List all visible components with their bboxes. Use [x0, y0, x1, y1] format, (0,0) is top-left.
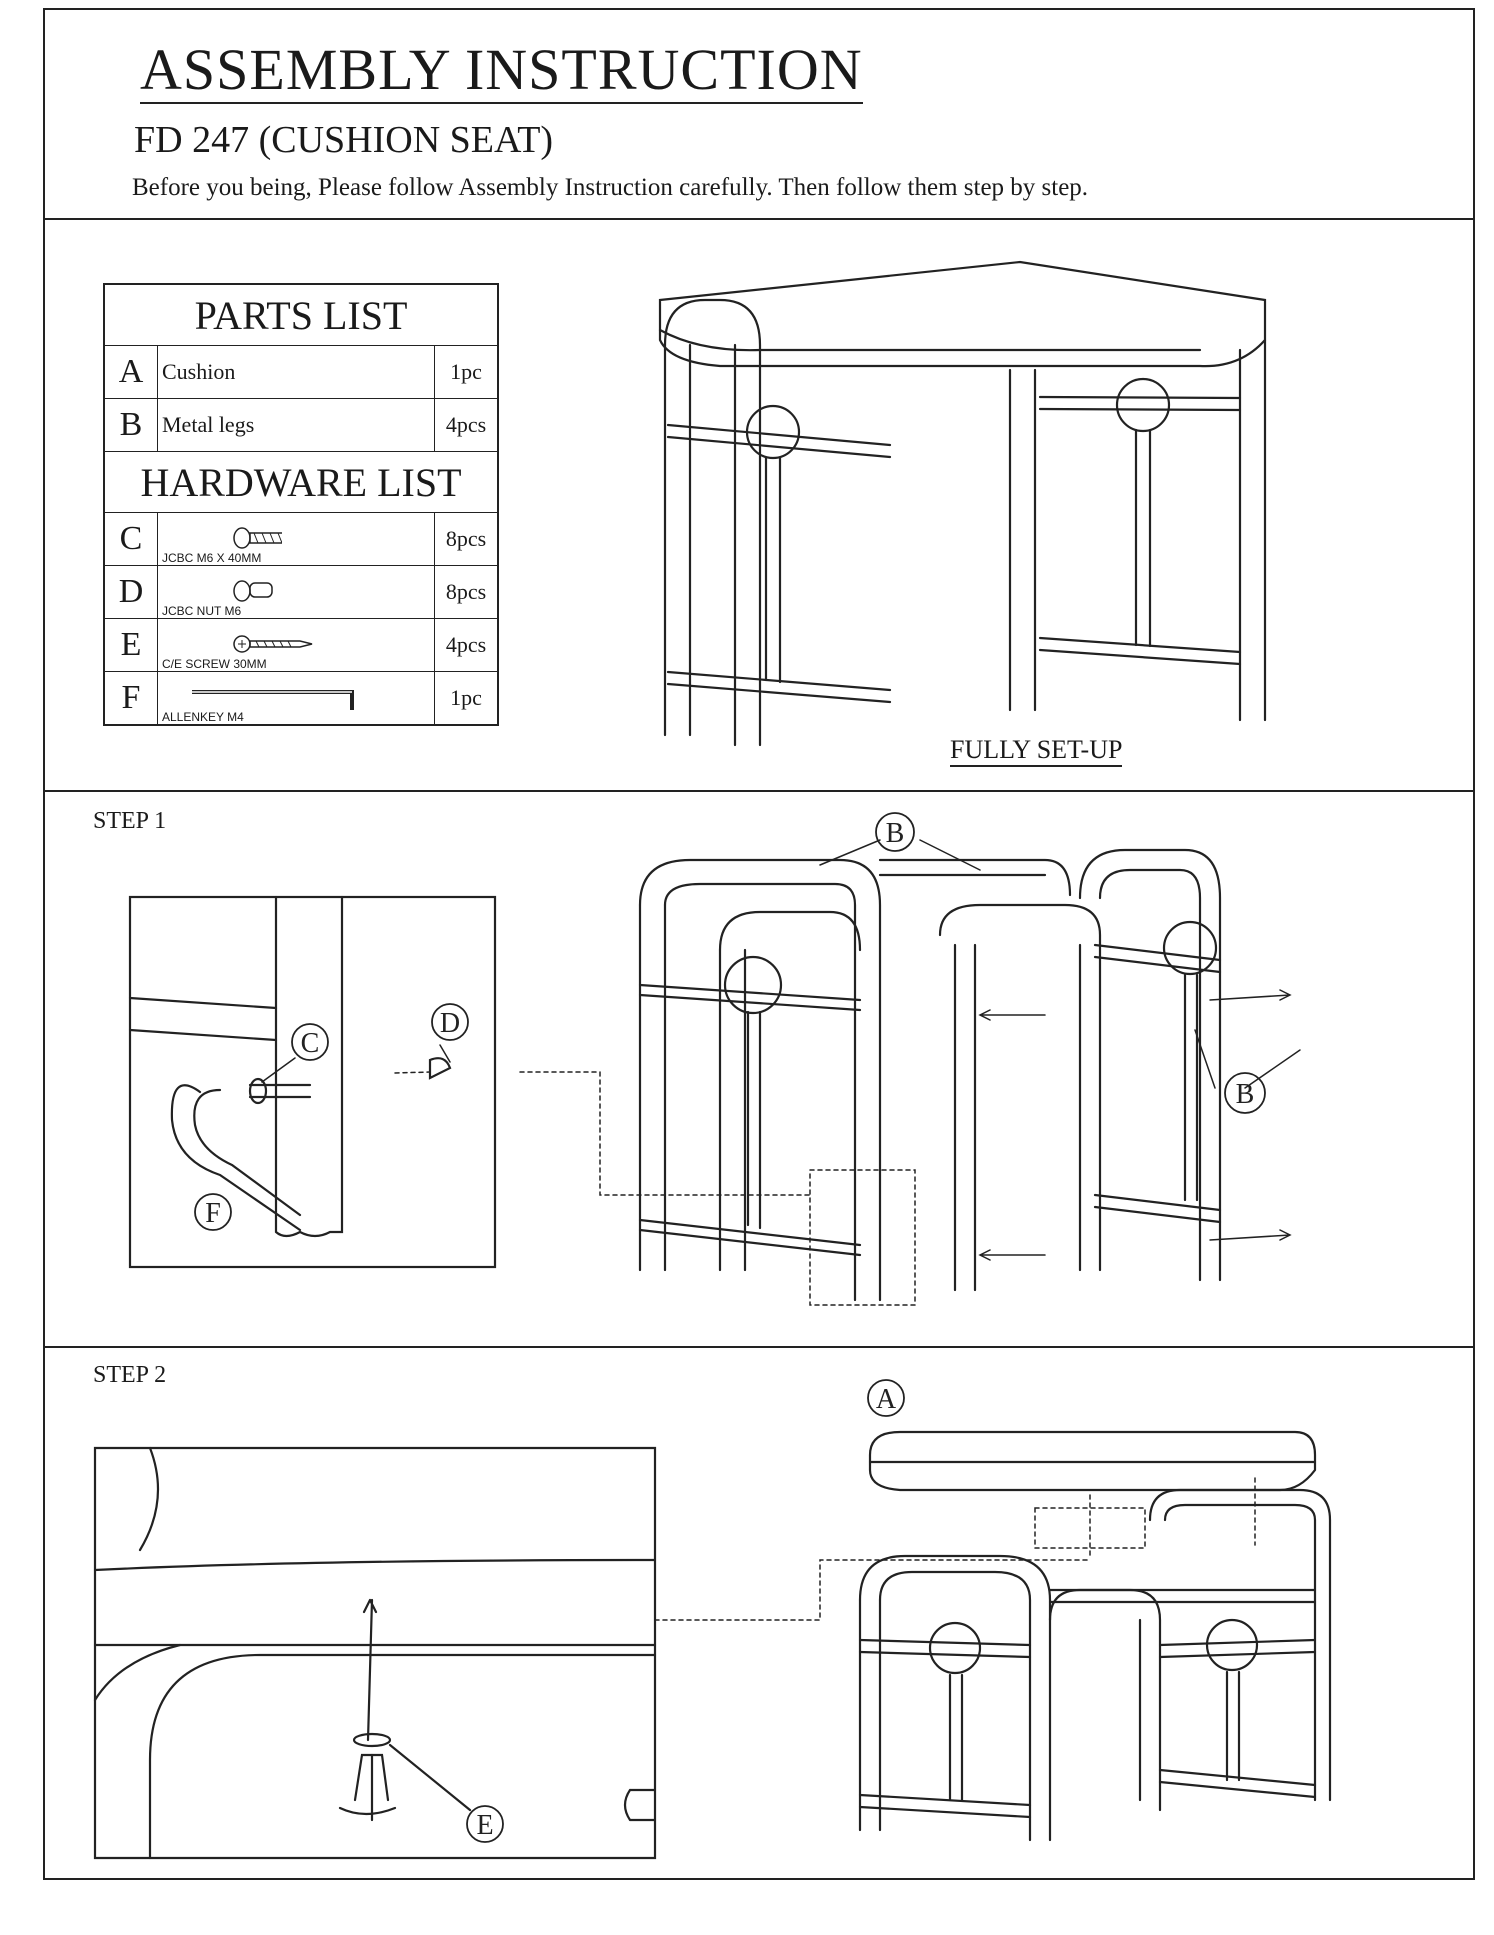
product-code: FD 247 (CUSHION SEAT)	[134, 119, 554, 161]
screw-icon	[233, 635, 313, 653]
page-border	[43, 8, 1475, 1880]
hardware-name: ALLENKEY M4	[162, 710, 244, 724]
callout-markers	[194, 812, 1266, 1843]
hardware-list-heading: HARDWARE LIST	[103, 451, 499, 513]
callout-f	[194, 1193, 232, 1231]
hardware-qty: 1pc	[434, 671, 499, 726]
callout-letters: B C D F B A E	[205, 818, 1254, 1841]
callout-letter: E	[476, 1810, 493, 1841]
parts-table: PARTS LIST A Cushion 1pc B Metal legs 4p…	[103, 283, 499, 726]
hardware-name: JCBC NUT M6	[162, 604, 242, 618]
step2-stool	[858, 1430, 1332, 1842]
hardware-row: F ALLENKEY M4 1pc	[103, 671, 499, 726]
fully-setup-stool	[658, 260, 1267, 747]
step2-label: STEP 2	[93, 1362, 167, 1388]
hardware-qty: 8pcs	[434, 512, 499, 566]
intro-text: Before you being, Please follow Assembly…	[132, 174, 1089, 201]
parts-row: A Cushion 1pc	[103, 345, 499, 399]
hardware-row: D JCBC NUT M6 8pcs	[103, 565, 499, 619]
parts-row: B Metal legs 4pcs	[103, 398, 499, 452]
step1-legs	[638, 848, 1222, 1302]
callout-letter: D	[440, 1008, 460, 1039]
section-divider-2	[43, 1346, 1475, 1348]
part-qty: 4pcs	[434, 398, 499, 452]
part-name: Cushion	[157, 345, 435, 399]
hardware-letter: F	[103, 671, 158, 726]
callout-c	[291, 1023, 329, 1061]
section-divider-1	[43, 790, 1475, 792]
callout-letter: B	[1236, 1079, 1255, 1110]
header-divider	[43, 218, 1475, 220]
allen-key-icon	[192, 690, 354, 710]
hardware-letter: D	[103, 565, 158, 619]
hardware-name: C/E SCREW 30MM	[162, 657, 267, 671]
fully-setup-caption: FULLY SET-UP	[950, 735, 1123, 767]
part-letter: A	[103, 345, 158, 399]
hardware-qty: 4pcs	[434, 618, 499, 672]
part-qty: 1pc	[434, 345, 499, 399]
step1-label: STEP 1	[93, 808, 167, 834]
nut-icon	[233, 580, 273, 602]
callout-a	[867, 1379, 905, 1417]
page-title: ASSEMBLY INSTRUCTION	[140, 37, 863, 104]
hardware-row: C JCBC M6 X 40MM 8pcs	[103, 512, 499, 566]
bolt-icon	[233, 527, 282, 549]
callout-letter: A	[876, 1384, 897, 1415]
callout-d	[431, 1003, 469, 1041]
callout-letter: B	[886, 818, 905, 849]
hardware-row: E C/E SCREW 30MM 4pcs	[103, 618, 499, 672]
hardware-name: JCBC M6 X 40MM	[162, 551, 262, 565]
step1-detail-box	[128, 895, 497, 1269]
step1-dotted-guides	[394, 1071, 916, 1306]
step2-detail-box	[93, 1446, 657, 1860]
part-name: Metal legs	[157, 398, 435, 452]
step2-dotted-guides	[654, 1477, 1256, 1621]
callout-b-top	[875, 812, 915, 852]
step1-arrows	[261, 839, 1301, 1261]
callout-letter: F	[205, 1198, 221, 1229]
callout-b-right	[1224, 1072, 1266, 1114]
hardware-letter: E	[103, 618, 158, 672]
part-letter: B	[103, 398, 158, 452]
callout-e	[466, 1805, 504, 1843]
callout-letter: C	[301, 1028, 320, 1059]
